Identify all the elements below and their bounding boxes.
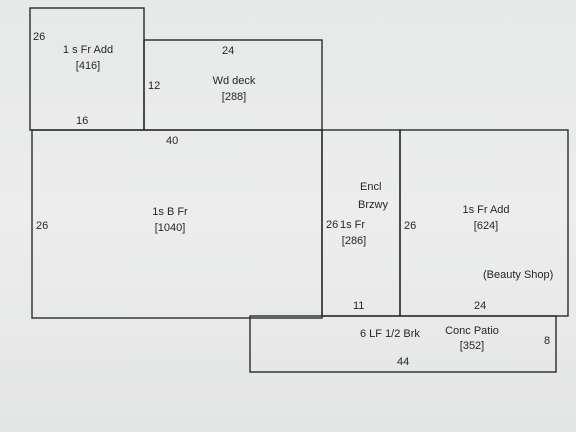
- room-breezeway-name-2: Brzwy: [358, 199, 388, 211]
- dim-deck-side: 12: [148, 80, 161, 92]
- room-add-left-area: [416]: [75, 60, 101, 72]
- dim-right-side: 26: [404, 220, 417, 232]
- room-breezeway-area: [286]: [341, 235, 367, 247]
- room-breezeway-name-1: Encl: [360, 181, 382, 193]
- room-patio-area: [352]: [459, 340, 485, 352]
- room-deck-name: Wd deck: [212, 75, 256, 87]
- dim-breezeway-bottom: 11: [353, 300, 365, 312]
- room-main-name: 1s B Fr: [152, 206, 188, 218]
- room-add-right-note: (Beauty Shop): [483, 269, 554, 281]
- dim-main-top: 40: [166, 135, 179, 147]
- room-add-left-name: 1 s Fr Add: [62, 44, 114, 56]
- dim-main-side: 26: [36, 220, 49, 232]
- room-patio-outline: [249, 315, 557, 373]
- dim-right-bottom: 24: [474, 300, 487, 312]
- dim-patio-side: 8: [544, 335, 551, 347]
- dim-add-left-bottom: 16: [76, 115, 89, 127]
- room-deck-area: [288]: [221, 91, 247, 103]
- room-add-right-name: 1s Fr Add: [462, 204, 510, 216]
- dim-patio-bottom: 44: [397, 356, 410, 368]
- room-patio-name: Conc Patio: [445, 325, 499, 337]
- room-breezeway-label: 1s Fr: [340, 219, 366, 231]
- room-main-area: [1040]: [154, 222, 186, 234]
- room-add-right-area: [624]: [473, 220, 499, 232]
- patio-note: 6 LF 1/2 Brk: [360, 328, 420, 340]
- dim-breezeway-side: 26: [326, 219, 339, 231]
- dim-add-left-side: 26: [33, 31, 46, 43]
- dim-deck-top: 24: [222, 45, 235, 57]
